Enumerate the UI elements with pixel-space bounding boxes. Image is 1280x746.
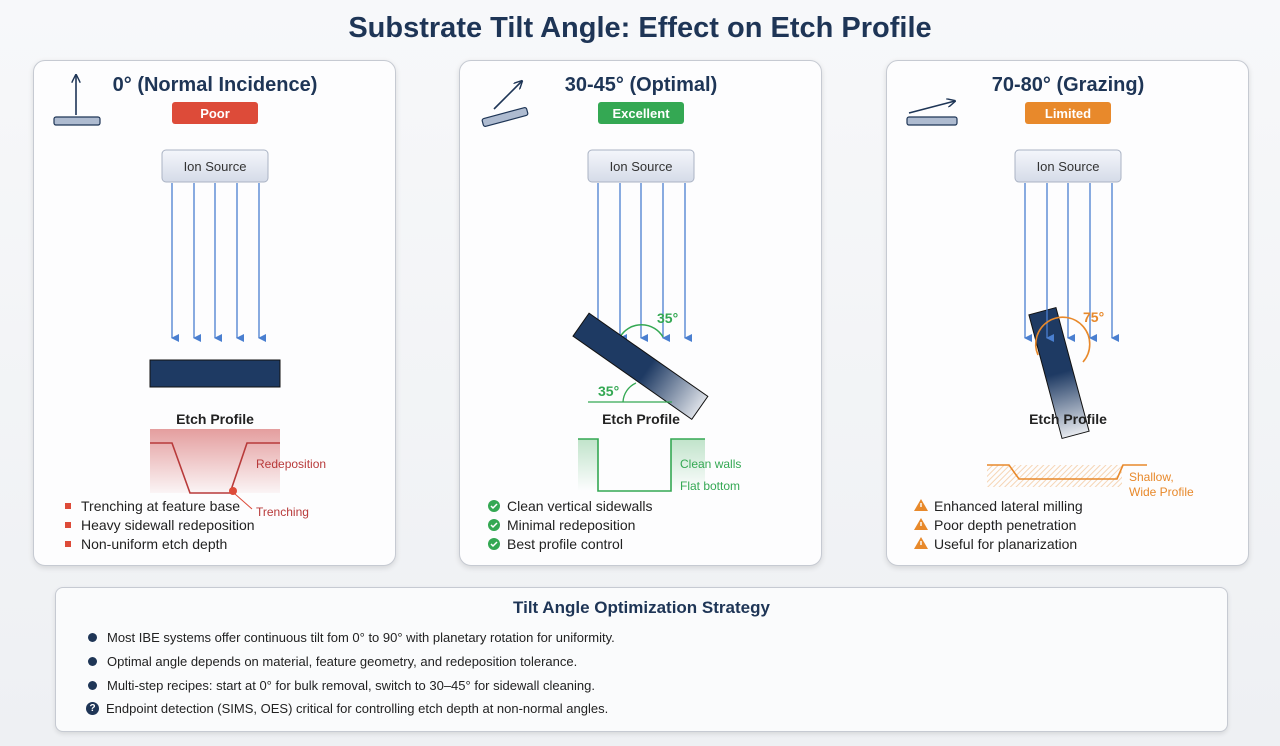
question-circle-icon: ? <box>86 702 99 715</box>
angle-arc <box>1034 316 1091 363</box>
ion-source-label: Ion Source <box>610 159 673 174</box>
rating-badge <box>172 102 258 124</box>
bullet-list: Enhanced lateral milling Poor depth pene… <box>914 498 1083 552</box>
panel-optimal: 30-45° (Optimal) Excellent Ion Source 35… <box>459 60 822 566</box>
etch-profile-label: Etch Profile <box>176 411 254 427</box>
svg-text:Poor depth penetration: Poor depth penetration <box>934 517 1076 533</box>
flat-bottom-label: Flat bottom <box>680 479 740 493</box>
panel-title: 70-80° (Grazing) <box>992 74 1144 96</box>
warning-icon <box>914 499 928 511</box>
ion-beam-arrows <box>171 183 266 342</box>
etch-profile-label: Etch Profile <box>1029 411 1107 427</box>
etch-profile-label: Etch Profile <box>602 411 680 427</box>
svg-text:Best profile control: Best profile control <box>507 536 623 552</box>
ion-source-label: Ion Source <box>1037 159 1100 174</box>
bullet-dot-icon <box>88 657 97 666</box>
bullet-dot-icon <box>88 681 97 690</box>
trenching-label: Trenching <box>256 505 309 519</box>
bullet-list: Trenching at feature base Heavy sidewall… <box>65 498 255 552</box>
rating-badge <box>598 102 684 124</box>
substrate <box>149 359 281 388</box>
bullet-list: Clean vertical sidewalls Minimal redepos… <box>488 498 653 552</box>
strategy-item: Most IBE systems offer continuous tilt f… <box>86 630 615 645</box>
strategy-box: Tilt Angle Optimization Strategy Most IB… <box>55 587 1228 732</box>
ion-beam-arrows <box>597 183 692 342</box>
panel-title: 0° (Normal Incidence) <box>113 74 318 96</box>
rating-badge-label: Excellent <box>612 106 670 121</box>
strategy-item: Multi-step recipes: start at 0° for bulk… <box>86 678 595 693</box>
svg-text:Heavy sidewall redeposition: Heavy sidewall redeposition <box>81 517 255 533</box>
panel-title: 30-45° (Optimal) <box>565 74 717 96</box>
etch-profile-shallow <box>987 464 1147 487</box>
ion-source-label: Ion Source <box>184 159 247 174</box>
redeposition-label: Redeposition <box>256 457 326 471</box>
svg-text:Minimal redeposition: Minimal redeposition <box>507 517 635 533</box>
clean-walls-label: Clean walls <box>680 457 741 471</box>
rating-badge-label: Poor <box>200 106 230 121</box>
check-circle-icon <box>488 500 500 512</box>
tilted-substrate <box>572 312 709 421</box>
check-circle-icon <box>488 519 500 531</box>
svg-text:Non-uniform etch depth: Non-uniform etch depth <box>81 536 227 552</box>
rating-badge <box>1025 102 1111 124</box>
bullet-dot-icon <box>88 633 97 642</box>
square-bullet-icon <box>65 541 71 547</box>
tilted-substrate <box>1028 306 1090 440</box>
strategy-item: Optimal angle depends on material, featu… <box>86 654 577 669</box>
tilted-incidence-icon <box>481 81 529 127</box>
square-bullet-icon <box>65 522 71 528</box>
ion-source-box <box>161 149 269 183</box>
shallow-label: Shallow, <box>1129 470 1174 484</box>
svg-text:Useful for planarization: Useful for planarization <box>934 536 1077 552</box>
panel-grazing: 70-80° (Grazing) Limited Ion Source 75° … <box>886 60 1249 566</box>
rating-badge-label: Limited <box>1045 106 1091 121</box>
angle-label-bottom: 35° <box>598 383 619 399</box>
angle-label-top: 75° <box>1083 309 1104 325</box>
svg-text:Clean vertical sidewalls: Clean vertical sidewalls <box>507 498 653 514</box>
square-bullet-icon <box>65 503 71 509</box>
page-title: Substrate Tilt Angle: Effect on Etch Pro… <box>348 12 932 44</box>
angle-arc <box>619 324 664 338</box>
ion-beam-arrows <box>1024 183 1119 342</box>
grazing-incidence-icon <box>906 101 958 126</box>
warning-icon <box>914 518 928 530</box>
angle-label-top: 35° <box>657 310 678 326</box>
ion-source-box <box>587 149 695 183</box>
strategy-item: ?Endpoint detection (SIMS, OES) critical… <box>86 701 608 716</box>
svg-text:Enhanced lateral milling: Enhanced lateral milling <box>934 498 1083 514</box>
warning-icon <box>914 537 928 549</box>
wide-profile-label: Wide Profile <box>1129 485 1194 499</box>
svg-text:Trenching at feature base: Trenching at feature base <box>81 498 240 514</box>
panel-normal-incidence: 0° (Normal Incidence) Poor Ion Source Et… <box>33 60 396 566</box>
etch-profile-redeposition <box>150 429 280 510</box>
strategy-title: Tilt Angle Optimization Strategy <box>513 598 770 617</box>
normal-incidence-icon <box>53 75 101 126</box>
ion-source-box <box>1014 149 1122 183</box>
etch-profile-clean <box>578 438 705 492</box>
check-circle-icon <box>488 538 500 550</box>
